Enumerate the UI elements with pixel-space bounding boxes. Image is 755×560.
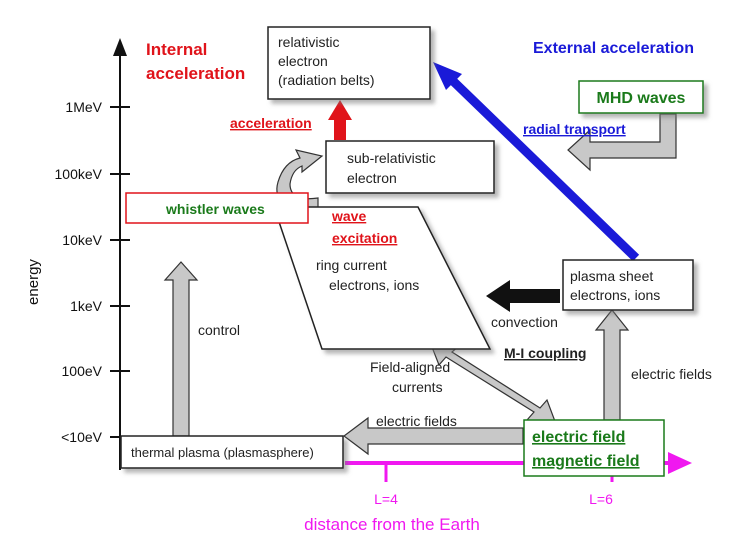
magnetic-field-label: magnetic field	[532, 453, 640, 470]
plasma-sheet-box: plasma sheet electrons, ions	[562, 259, 694, 311]
wave-label: wave	[331, 208, 366, 224]
electric-fields-up-arrow	[594, 309, 630, 421]
control-arrow	[163, 261, 199, 437]
energy-axis-arrowhead	[113, 38, 127, 56]
convection-label: convection	[491, 314, 558, 330]
electric-fields-right-label: electric fields	[631, 366, 712, 382]
sub-relativistic-line1: sub-relativistic	[347, 150, 436, 166]
sub-relativistic-line2: electron	[347, 170, 397, 186]
y-tick-1mev: 1MeV	[65, 99, 102, 115]
thermal-plasma-box: thermal plasma (plasmasphere)	[120, 435, 344, 469]
ring-current-line1: ring current	[316, 257, 387, 273]
blue-radial-transport-arrow	[433, 62, 640, 262]
field-aligned-line1: Field-aligned	[370, 359, 450, 375]
field-aligned-line2: currents	[392, 379, 443, 395]
whistler-waves-label: whistler waves	[165, 201, 265, 217]
red-acceleration-arrow	[328, 100, 352, 140]
energy-axis: 1MeV 100keV 10keV 1keV 100eV <10eV energ…	[25, 38, 130, 470]
y-tick-10ev: <10eV	[61, 429, 103, 445]
distance-axis: L=4 L=6 distance from the Earth	[304, 452, 692, 534]
y-tick-1kev: 1keV	[70, 298, 103, 314]
mhd-radial-arrow	[567, 113, 677, 172]
electric-field-label: electric field	[532, 429, 625, 446]
x-tick-l6: L=6	[589, 491, 613, 507]
convection-arrow	[486, 280, 560, 312]
radial-transport-label: radial transport	[523, 121, 626, 137]
excitation-label: excitation	[332, 230, 397, 246]
distance-axis-label: distance from the Earth	[304, 515, 480, 534]
gray-arrows	[163, 113, 677, 456]
internal-heading-line2: acceleration	[146, 64, 245, 83]
y-tick-100kev: 100keV	[55, 166, 103, 182]
relativistic-line3: (radiation belts)	[278, 72, 375, 88]
ring-current-line2: electrons, ions	[329, 277, 419, 293]
plasma-sheet-line1: plasma sheet	[570, 268, 653, 284]
internal-heading-line1: Internal	[146, 40, 207, 59]
relativistic-line1: relativistic	[278, 34, 339, 50]
energy-axis-label: energy	[25, 259, 42, 305]
em-field-box: electric field magnetic field	[523, 419, 665, 477]
thermal-plasma-label: thermal plasma (plasmasphere)	[131, 445, 314, 460]
y-tick-100ev: 100eV	[62, 363, 103, 379]
control-label: control	[198, 322, 240, 338]
external-heading: External acceleration	[533, 40, 694, 57]
sub-relativistic-box: sub-relativistic electron	[325, 140, 495, 194]
electric-fields-bottom-label: electric fields	[376, 413, 457, 429]
mhd-waves-label: MHD waves	[597, 90, 686, 107]
ring-current-box: ring current electrons, ions	[272, 206, 492, 350]
relativistic-line2: electron	[278, 53, 328, 69]
plasma-sheet-line2: electrons, ions	[570, 287, 660, 303]
relativistic-electron-box: relativistic electron (radiation belts)	[267, 26, 431, 100]
distance-axis-arrowhead	[668, 452, 692, 474]
y-tick-10kev: 10keV	[62, 232, 102, 248]
electric-fields-left-arrow	[343, 416, 524, 456]
whistler-waves-box: whistler waves	[125, 192, 309, 224]
acceleration-label: acceleration	[230, 115, 312, 131]
mhd-waves-box: MHD waves	[578, 80, 704, 114]
x-tick-l4: L=4	[374, 491, 398, 507]
mi-coupling-label: M-I coupling	[504, 345, 586, 361]
